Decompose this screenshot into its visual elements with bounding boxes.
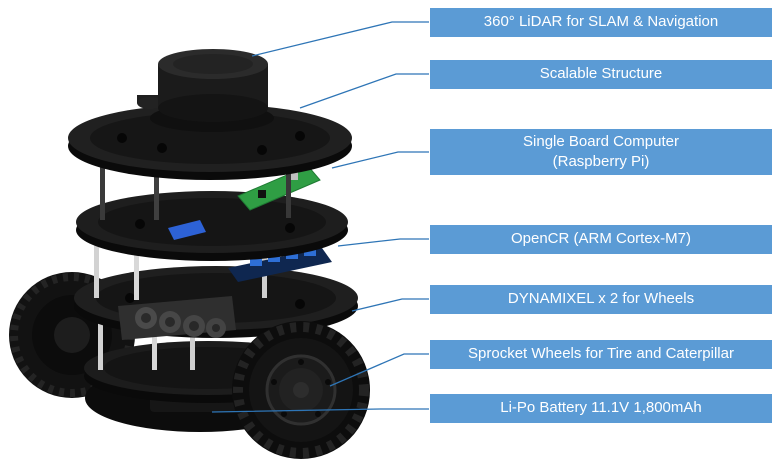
callout-line-dynamixel [351,298,429,312]
callout-line-lidar [251,21,429,57]
sprocket-wheel [232,321,370,459]
standoff-rods-upper [100,150,291,220]
callout-line-sprocket [329,353,429,387]
label-dynamixel: DYNAMIXEL x 2 for Wheels [430,285,772,314]
lidar-sensor [137,49,274,132]
callout-line-sbc [331,151,429,169]
top-plate [68,104,352,180]
callout-line-structure [299,73,429,109]
callout-line-opencr [337,238,429,247]
raspberry-pi-board [237,165,321,211]
label-lipo-battery: Li-Po Battery 11.1V 1,800mAh [430,394,772,423]
standoff-rods-lower [98,308,195,370]
label-lidar: 360° LiDAR for SLAM & Navigation [430,8,772,37]
dynamixel-actuators [118,296,236,340]
blue-module [168,220,206,240]
second-plate [76,191,348,261]
label-scalable-structure: Scalable Structure [430,60,772,89]
label-opencr: OpenCR (ARM Cortex-M7) [430,225,772,254]
callout-lines [211,21,429,413]
label-single-board-computer: Single Board Computer (Raspberry Pi) [430,129,772,175]
label-sprocket-wheels: Sprocket Wheels for Tire and Caterpillar [430,340,772,369]
callout-line-battery [211,408,429,413]
